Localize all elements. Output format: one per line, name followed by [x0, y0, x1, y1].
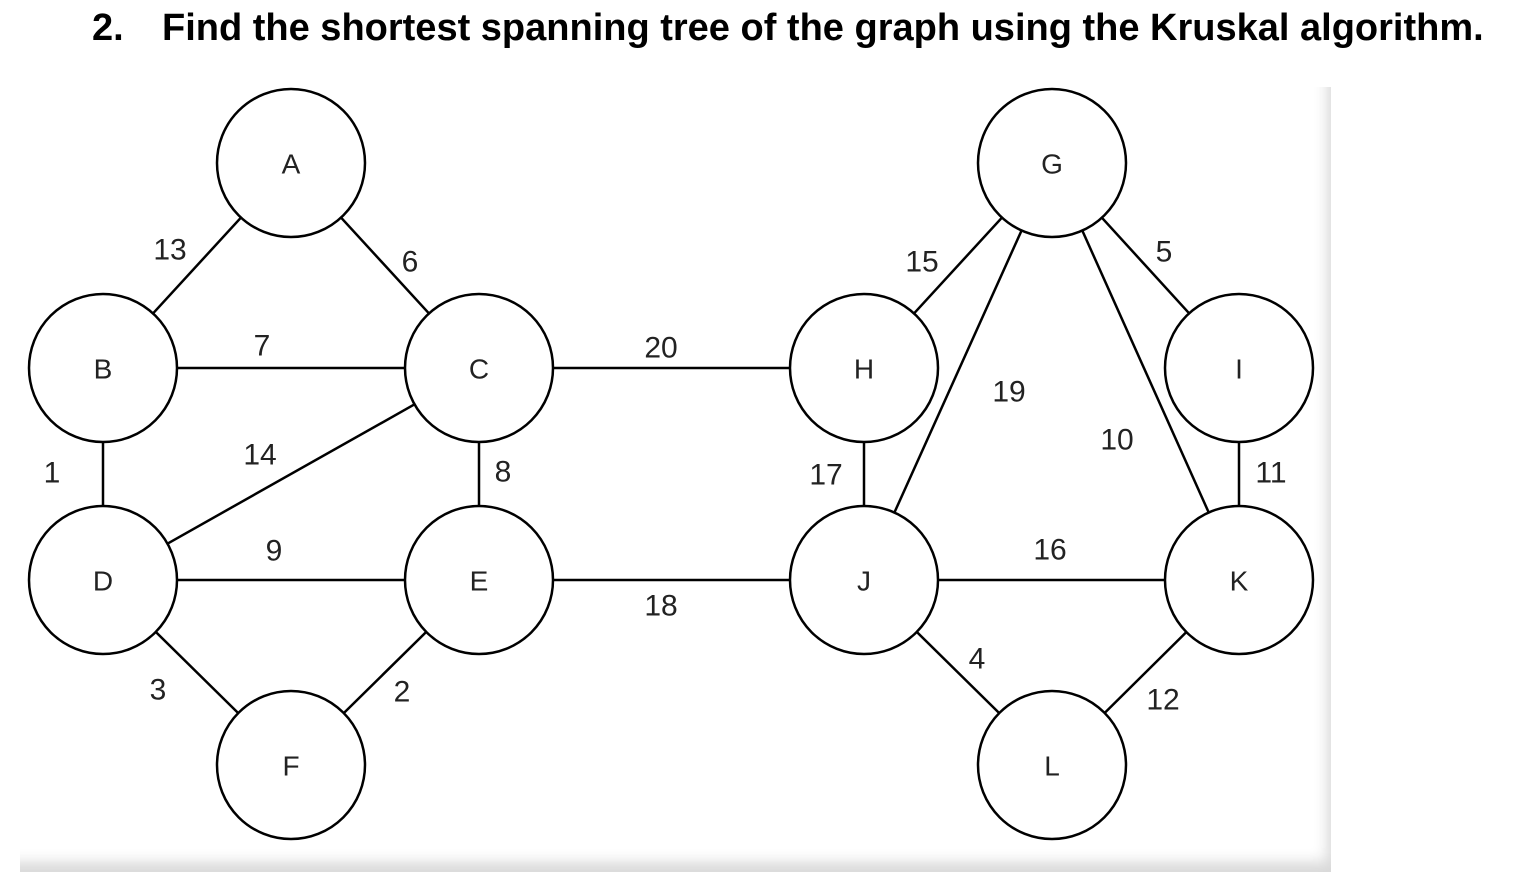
edge-E-F [342, 631, 428, 714]
node-label-K: K [1230, 566, 1249, 597]
node-label-D: D [93, 566, 113, 597]
node-label-I: I [1235, 354, 1243, 385]
node-label-G: G [1041, 149, 1063, 180]
node-K: K [1163, 504, 1315, 656]
question-number: 2. [92, 7, 124, 49]
node-J: J [788, 504, 940, 656]
node-label-B: B [94, 354, 113, 385]
edge-A-B [152, 216, 242, 315]
node-E: E [403, 504, 555, 656]
edge-weight-E-F: 2 [394, 676, 411, 709]
edge-G-I [1100, 216, 1191, 315]
edge-weight-K-L: 12 [1146, 684, 1179, 717]
node-circle-E [403, 504, 555, 656]
edge-G-H [913, 216, 1003, 315]
node-B: B [27, 292, 179, 444]
node-label-F: F [282, 751, 299, 782]
node-label-E: E [470, 566, 489, 597]
node-A: A [215, 87, 367, 239]
edge-weight-A-B: 13 [153, 234, 186, 267]
node-H: H [788, 292, 940, 444]
edge-weight-C-H: 20 [644, 332, 677, 365]
node-G: G [976, 87, 1128, 239]
node-circle-B [27, 292, 179, 444]
edge-weight-G-H: 15 [905, 246, 938, 279]
node-F: F [215, 689, 367, 841]
edge-weight-B-D: 1 [44, 457, 61, 490]
edge-G-J [893, 229, 1023, 514]
edge-weight-A-C: 6 [402, 246, 419, 279]
edge-weight-J-K: 16 [1033, 534, 1066, 567]
node-circle-H [788, 292, 940, 444]
node-circle-A [215, 87, 367, 239]
node-L: L [976, 689, 1128, 841]
nodes-layer: A B C D E F G H I J K L [27, 87, 1315, 841]
edge-weight-G-I: 5 [1156, 236, 1173, 269]
node-circle-K [1163, 504, 1315, 656]
node-I: I [1163, 292, 1315, 444]
edge-weight-G-K: 10 [1100, 424, 1133, 457]
node-circle-F [215, 689, 367, 841]
node-label-J: J [857, 566, 871, 597]
question-text: Find the shortest spanning tree of the g… [162, 7, 1484, 49]
node-circle-J [788, 504, 940, 656]
edge-weight-E-J: 18 [644, 590, 677, 623]
node-circle-I [1163, 292, 1315, 444]
node-label-C: C [469, 354, 489, 385]
edge-weight-D-F: 3 [150, 674, 167, 707]
node-circle-D [27, 504, 179, 656]
edge-weight-B-C: 7 [254, 330, 271, 363]
node-D: D [27, 504, 179, 656]
edge-weight-J-L: 4 [969, 643, 986, 676]
node-label-A: A [282, 149, 301, 180]
node-circle-G [976, 87, 1128, 239]
edge-K-L [1103, 631, 1188, 714]
node-C: C [403, 292, 555, 444]
node-circle-L [976, 689, 1128, 841]
edge-weight-D-E: 9 [266, 535, 283, 568]
edge-weight-C-E: 8 [495, 456, 512, 489]
edges-layer [101, 216, 1241, 714]
edge-weight-G-J: 19 [992, 376, 1025, 409]
question-heading: 2. Find the shortest spanning tree of the… [92, 2, 1512, 54]
edge-weight-C-D: 14 [243, 439, 276, 472]
edge-J-L [915, 631, 1001, 714]
node-circle-C [403, 292, 555, 444]
node-label-L: L [1044, 751, 1060, 782]
edge-weight-I-K: 11 [1255, 457, 1286, 490]
edge-C-D [166, 403, 416, 545]
edge-D-F [154, 631, 240, 714]
edge-weight-H-J: 17 [809, 459, 842, 492]
weights-layer: 13 6 7 1 14 8 20 9 3 2 18 15 5 19 10 17 11 16 4 12 [44, 234, 1287, 717]
edge-G-K [1081, 230, 1210, 513]
edge-A-C [340, 216, 430, 315]
node-label-H: H [854, 354, 874, 385]
